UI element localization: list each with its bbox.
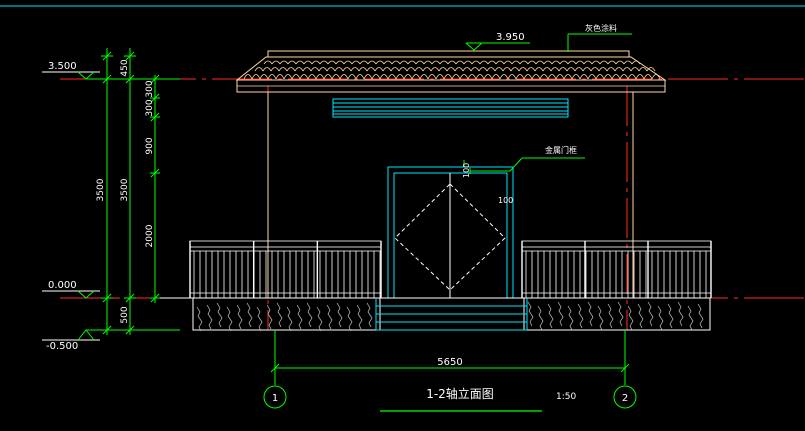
inner-dim-900-label: 900	[145, 137, 155, 154]
axis-bubble-1: 1	[263, 385, 287, 409]
door-frame-annotation: 金属门框 100	[462, 145, 585, 178]
roof-tiles	[243, 60, 661, 80]
outer-dim-3500-label: 3500	[96, 178, 106, 201]
door-dim-100-side: 100	[498, 196, 513, 205]
roof-paint-label: 灰色涂料	[585, 23, 617, 33]
railing-left	[189, 240, 382, 298]
inner-dimension-chain: 300 300 900 2000	[145, 74, 160, 303]
drawing-scale-text: 1:50	[556, 392, 576, 402]
level-top-roof-label: 3.950	[496, 32, 525, 43]
drawing-title-text: 1-2轴立面图	[426, 386, 494, 401]
railing-right	[521, 240, 712, 298]
door-frame-label: 金属门框	[545, 145, 577, 155]
middle-dim-3500-label: 3500	[120, 178, 130, 201]
door-dim-100-top: 100	[462, 163, 471, 178]
axis-bubble-2: 2	[613, 385, 637, 409]
entry-steps	[375, 298, 528, 331]
level-marker-top-roof: 3.950	[465, 32, 530, 51]
level-eave-label: 3.500	[48, 61, 77, 72]
level-ground-label: 0.000	[48, 280, 77, 291]
vent-grille	[332, 98, 569, 118]
drawing-title: 1-2轴立面图 1:50	[380, 386, 576, 412]
middle-dimension-chain: 450 3500 500	[120, 48, 136, 335]
level-marker-ground: 0.000	[42, 280, 100, 299]
axis-1-label: 1	[272, 393, 278, 404]
width-dimension: 5650	[270, 330, 630, 385]
outer-dim-450-label: 450	[120, 59, 130, 76]
outer-dim-500-label: 500	[120, 306, 130, 323]
foundation-hatch	[196, 301, 704, 332]
door-diamond-pattern	[394, 183, 506, 291]
roof-paint-annotation: 灰色涂料	[567, 23, 632, 52]
outer-dimension-chain: 3500	[96, 48, 113, 335]
axis-2-label: 2	[622, 393, 628, 404]
inner-dim-300a-label: 300	[145, 80, 155, 97]
width-dim-label: 5650	[437, 357, 462, 368]
level-foundation-label: -0.500	[46, 341, 78, 352]
inner-dim-300b-label: 300	[145, 99, 155, 116]
inner-dim-2000-label: 2000	[145, 224, 155, 247]
roof	[235, 50, 667, 93]
